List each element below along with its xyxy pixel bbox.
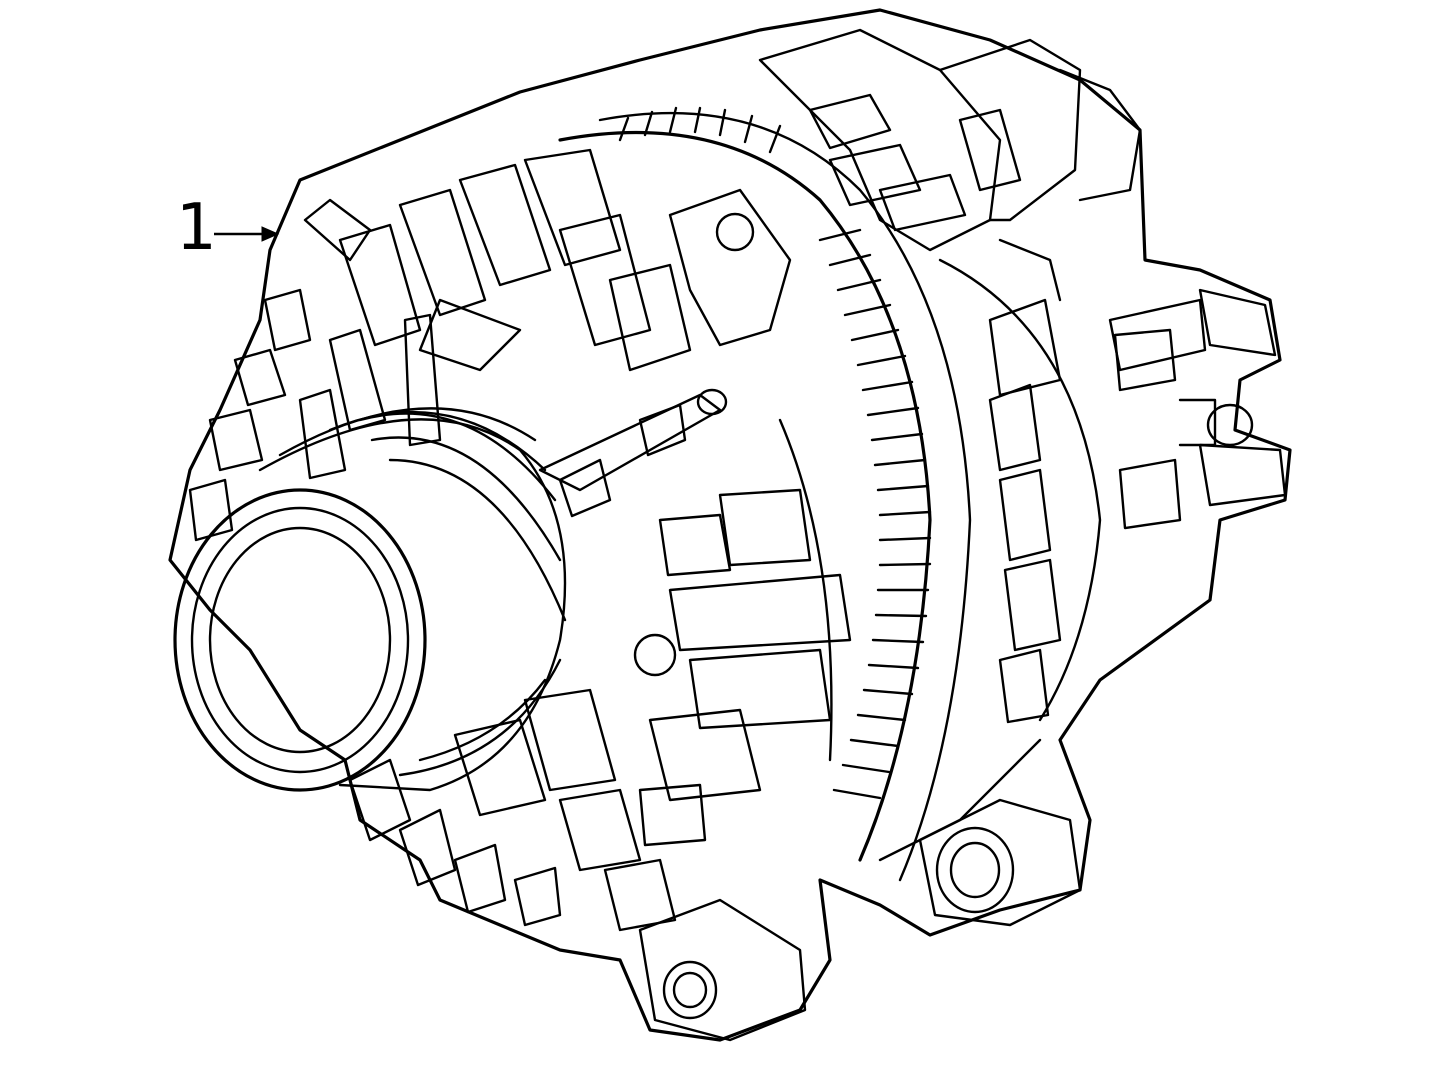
callout-1-number: 1 (176, 191, 217, 265)
shaft-stud (538, 388, 728, 518)
stator-ring (558, 106, 972, 882)
pulley (173, 407, 567, 792)
b-plus-terminal (1108, 288, 1287, 530)
lower-frame-bars (298, 298, 677, 932)
mounting-boss (918, 798, 1082, 927)
regulator-housing (758, 28, 1142, 252)
callout-1-arrow-icon (214, 226, 280, 242)
mounting-ear (638, 898, 807, 1042)
rear-frame-slots (988, 298, 1062, 724)
middle-frame-windows (633, 488, 852, 847)
front-frame-fins (188, 198, 562, 927)
alternator-housing-outline (168, 8, 1292, 1042)
frame-seams (778, 238, 1102, 862)
top-ventilation-slots (338, 148, 792, 372)
